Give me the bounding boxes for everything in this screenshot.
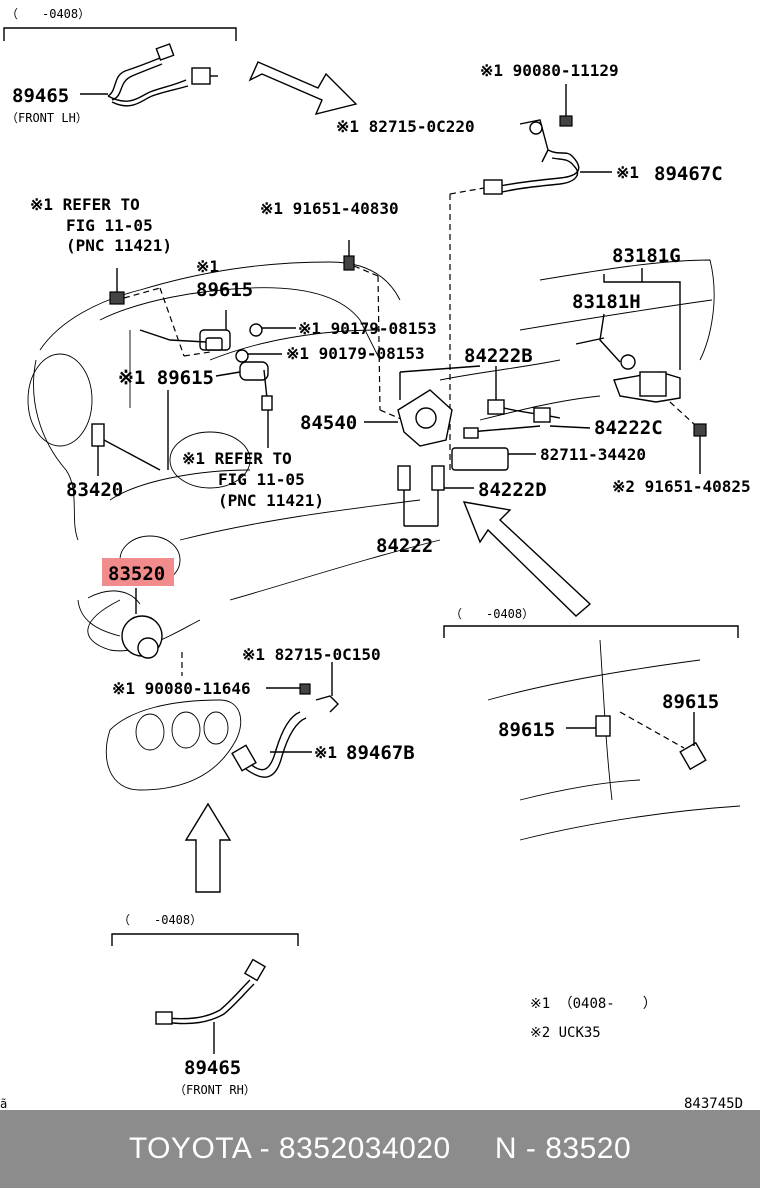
diagram-code: 843745D bbox=[684, 1096, 743, 1110]
part-89615-inset-1[interactable]: 89615 bbox=[498, 719, 555, 741]
note-2: ※2 UCK35 bbox=[530, 1025, 601, 1041]
part-90080-11129[interactable]: ※1 90080-11129 bbox=[480, 61, 619, 80]
highlight-83520 bbox=[102, 558, 174, 586]
front-rh-range-label: （ -0408） bbox=[118, 913, 202, 927]
refer-note-1-line1: ※1 REFER TO bbox=[30, 195, 140, 214]
part-84540[interactable]: 84540 bbox=[300, 412, 357, 434]
part-89467c[interactable]: 89467C bbox=[654, 163, 723, 185]
part-82715-0c220[interactable]: ※1 82715-0C220 bbox=[336, 117, 475, 136]
footer-bar: TOYOTA - 8352034020 N - 83520 bbox=[0, 1110, 760, 1188]
part-84222c[interactable]: 84222C bbox=[594, 417, 663, 439]
part-89615-top-mark: ※1 bbox=[196, 257, 219, 276]
part-89467b-mark: ※1 bbox=[314, 743, 337, 762]
front-rh-label: （FRONT RH） bbox=[174, 1083, 256, 1097]
refer-note-1-line2: FIG 11-05 bbox=[66, 216, 153, 235]
refer-note-2-line1: ※1 REFER TO bbox=[182, 449, 292, 468]
part-83520[interactable]: 83520 bbox=[108, 563, 165, 585]
part-90179-08153-a[interactable]: ※1 90179-08153 bbox=[298, 319, 437, 338]
parts-diagram: （ -0408） 89465 （FRONT LH） ※1 90080-11129… bbox=[0, 7, 751, 1110]
part-91651-40830[interactable]: ※1 91651-40830 bbox=[260, 199, 399, 218]
part-89467b[interactable]: 89467B bbox=[346, 742, 415, 764]
exhaust-83520-group bbox=[77, 588, 183, 676]
stray-mark: ã bbox=[0, 1097, 7, 1110]
part-84222[interactable]: 84222 bbox=[376, 535, 433, 557]
part-83181h[interactable]: 83181H bbox=[572, 291, 641, 313]
part-90080-11646[interactable]: ※1 90080-11646 bbox=[112, 679, 251, 698]
part-83420[interactable]: 83420 bbox=[66, 479, 123, 501]
left-parts-group bbox=[91, 240, 409, 476]
inset-group bbox=[443, 625, 741, 841]
part-84222b[interactable]: 84222B bbox=[464, 345, 533, 367]
refer-note-1-line3: (PNC 11421) bbox=[66, 236, 172, 255]
part-89467c-mark: ※1 bbox=[616, 163, 639, 182]
front-lh-range-label: （ -0408） bbox=[6, 7, 90, 21]
part-84222d[interactable]: 84222D bbox=[478, 479, 547, 501]
front-lh-label: （FRONT LH） bbox=[6, 111, 88, 125]
center-parts-group bbox=[364, 365, 591, 527]
sensor-89467b-group bbox=[105, 662, 339, 791]
part-89615-mid[interactable]: ※1 89615 bbox=[118, 367, 214, 389]
part-89615-inset-2[interactable]: 89615 bbox=[662, 691, 719, 713]
part-89465-lh[interactable]: 89465 bbox=[12, 85, 69, 107]
front-lh-sensor-group bbox=[3, 27, 237, 107]
part-90179-08153-b[interactable]: ※1 90179-08153 bbox=[286, 344, 425, 363]
flow-arrow-diagonal bbox=[462, 501, 592, 617]
front-rh-sensor-group bbox=[111, 933, 299, 1054]
part-82711-34420[interactable]: 82711-34420 bbox=[540, 445, 646, 464]
sensor-89467c-group bbox=[449, 84, 612, 470]
note-1: ※1 （0408- ） bbox=[530, 996, 657, 1012]
refer-note-2-line3: (PNC 11421) bbox=[218, 491, 324, 510]
footer-part-info: TOYOTA - 8352034020 N - 83520 bbox=[128, 1132, 632, 1165]
flow-arrow-upper bbox=[248, 61, 358, 116]
part-82715-0c150[interactable]: ※1 82715-0C150 bbox=[242, 645, 381, 664]
part-91651-40825[interactable]: ※2 91651-40825 bbox=[612, 477, 751, 496]
part-83181g[interactable]: 83181G bbox=[612, 245, 681, 267]
engine-outline bbox=[27, 259, 715, 652]
flow-arrow-lower bbox=[184, 802, 232, 893]
refer-note-2-line2: FIG 11-05 bbox=[218, 470, 305, 489]
part-89615-top[interactable]: 89615 bbox=[196, 279, 253, 301]
inset-range-label: （ -0408） bbox=[450, 607, 534, 621]
part-89465-rh[interactable]: 89465 bbox=[184, 1057, 241, 1079]
right-parts-group bbox=[575, 268, 707, 474]
